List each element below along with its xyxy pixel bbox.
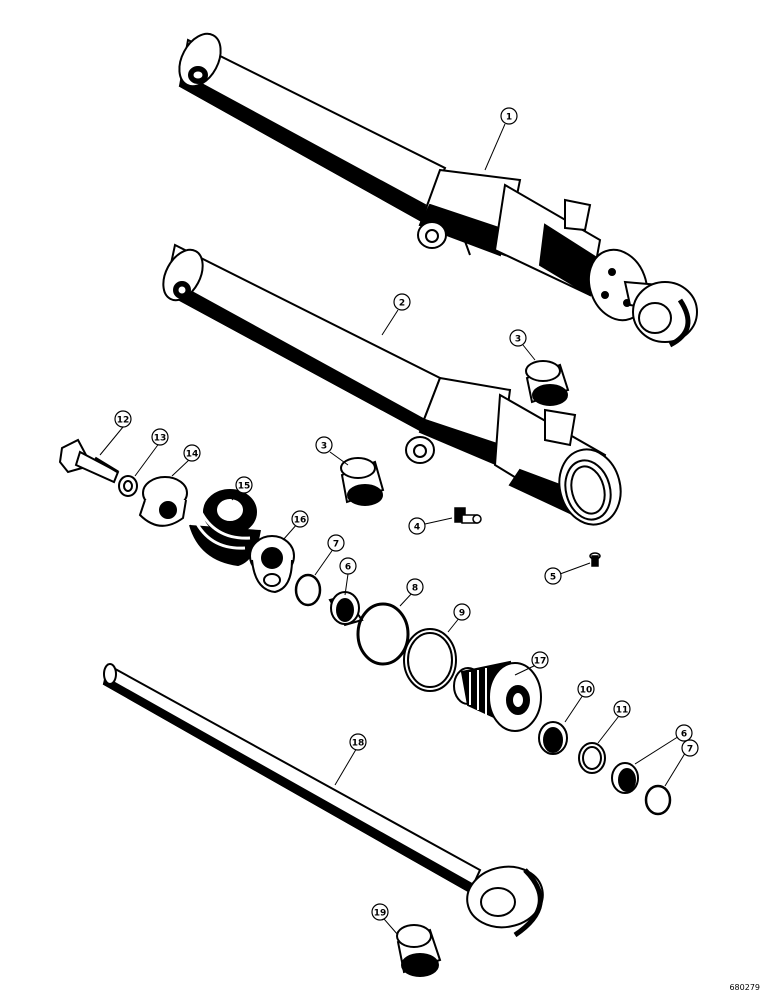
o-ring-part-8 <box>356 602 410 666</box>
svg-text:11: 11 <box>616 706 629 716</box>
callout-3-upper: 3 <box>509 329 527 347</box>
callout-13: 13 <box>151 428 169 446</box>
bolt-part-12 <box>58 438 120 484</box>
callouts: 1 2 3 3 4 5 6 6 7 7 8 9 10 11 12 13 14 1… <box>114 107 699 921</box>
callout-7-left: 7 <box>327 534 345 552</box>
spacer-part-16 <box>249 535 295 594</box>
callout-7-right: 7 <box>681 739 699 757</box>
svg-text:14: 14 <box>186 450 199 460</box>
callout-8: 8 <box>406 578 424 596</box>
callout-19: 19 <box>371 903 389 921</box>
bushing-part-3-lower <box>340 457 385 506</box>
svg-text:7: 7 <box>333 540 339 550</box>
svg-text:19: 19 <box>374 909 387 919</box>
o-ring-part-7-right <box>644 784 672 816</box>
callout-16: 16 <box>291 510 309 528</box>
backup-ring-part-9 <box>403 628 457 692</box>
wear-ring-part-6-left <box>328 591 364 627</box>
svg-text:9: 9 <box>459 609 465 619</box>
grease-fitting-part-4 <box>454 507 482 524</box>
callout-12: 12 <box>114 410 132 428</box>
svg-text:10: 10 <box>580 686 593 696</box>
callout-3-lower: 3 <box>315 436 333 454</box>
bushing-part-3-upper <box>525 360 570 406</box>
gland-part-17 <box>453 660 542 732</box>
callout-17: 17 <box>531 651 549 669</box>
svg-text:6: 6 <box>345 563 351 573</box>
screw-part-5 <box>589 552 601 567</box>
svg-text:7: 7 <box>687 745 693 755</box>
svg-text:16: 16 <box>294 516 307 526</box>
washer-part-13 <box>118 475 138 497</box>
svg-text:17: 17 <box>534 657 547 667</box>
ring-part-11 <box>578 742 606 774</box>
svg-text:13: 13 <box>154 434 167 444</box>
ring-part-10 <box>538 721 568 755</box>
callout-4: 4 <box>408 517 426 535</box>
piston-nut-part-14 <box>138 476 188 527</box>
callout-9: 9 <box>453 603 471 621</box>
wear-ring-part-6-right <box>611 762 639 794</box>
svg-text:2: 2 <box>399 299 405 309</box>
cylinder-tube-part-2 <box>162 243 622 526</box>
piston-rod-part-18 <box>102 663 544 938</box>
svg-text:3: 3 <box>321 442 327 452</box>
callout-2: 2 <box>393 293 411 311</box>
callout-18: 18 <box>349 733 367 751</box>
figure-number: 680279 <box>729 983 760 992</box>
callout-15: 15 <box>235 476 253 494</box>
svg-text:4: 4 <box>414 523 420 533</box>
bushing-part-19 <box>396 924 442 977</box>
svg-text:15: 15 <box>238 482 251 492</box>
svg-text:5: 5 <box>550 573 556 583</box>
svg-text:1: 1 <box>506 113 512 123</box>
callout-6-left: 6 <box>339 557 357 575</box>
svg-text:3: 3 <box>515 335 521 345</box>
cylinder-assembly-part-1 <box>178 32 698 348</box>
o-ring-part-7-left <box>294 573 322 607</box>
callout-5: 5 <box>544 567 562 585</box>
callout-6-right: 6 <box>675 724 693 742</box>
callout-11: 11 <box>613 700 631 718</box>
svg-text:6: 6 <box>681 730 687 740</box>
callout-1: 1 <box>500 107 518 125</box>
callout-14: 14 <box>183 444 201 462</box>
svg-text:8: 8 <box>412 584 418 594</box>
svg-text:18: 18 <box>352 739 365 749</box>
callout-10: 10 <box>577 680 595 698</box>
svg-text:12: 12 <box>117 416 130 426</box>
